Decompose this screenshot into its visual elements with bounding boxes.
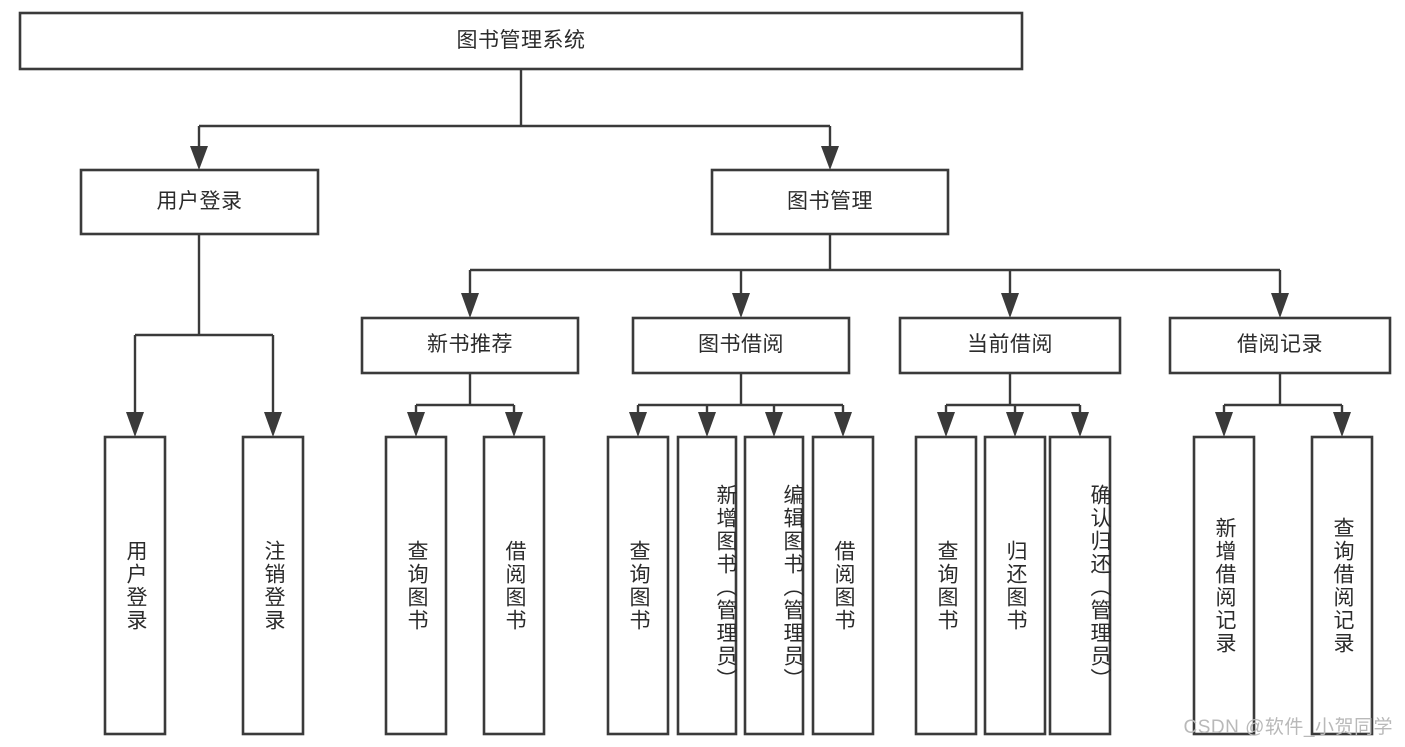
node-box-leaf-8[interactable] — [914, 435, 978, 736]
node-box-borrow-record[interactable] — [1168, 316, 1392, 375]
node-box-leaf-9[interactable] — [983, 435, 1047, 736]
node-box-leaf-5[interactable] — [676, 435, 738, 736]
node-box-leaf-0[interactable] — [103, 435, 167, 736]
node-box-root[interactable] — [18, 11, 1024, 71]
node-box-leaf-12[interactable] — [1310, 435, 1374, 736]
node-box-leaf-7[interactable] — [811, 435, 875, 736]
connector-root-to-level2 — [190, 69, 839, 170]
node-box-user-login[interactable] — [79, 168, 320, 236]
node-box-leaf-10[interactable] — [1048, 435, 1112, 736]
node-box-leaf-6[interactable] — [743, 435, 805, 736]
node-box-new-book-recommend[interactable] — [360, 316, 580, 375]
node-box-leaf-3[interactable] — [482, 435, 546, 736]
node-box-book-management[interactable] — [710, 168, 950, 236]
node-box-current-borrow[interactable] — [898, 316, 1122, 375]
node-box-leaf-2[interactable] — [384, 435, 448, 736]
connector-book-management-to-level3 — [461, 234, 1289, 318]
connector-user-login-to-leaves — [126, 234, 282, 437]
connector-current-borrow-to-leaves — [937, 373, 1089, 437]
connector-new-book-recommend-to-leaves — [407, 373, 523, 437]
node-box-leaf-11[interactable] — [1192, 435, 1256, 736]
watermark-text: CSDN @软件_小贺同学 — [1183, 717, 1393, 738]
connector-borrow-record-to-leaves — [1215, 373, 1351, 437]
node-box-book-borrow[interactable] — [631, 316, 851, 375]
node-box-leaf-4[interactable] — [606, 435, 670, 736]
connector-book-borrow-to-leaves — [629, 373, 852, 437]
node-box-leaf-1[interactable] — [241, 435, 305, 736]
